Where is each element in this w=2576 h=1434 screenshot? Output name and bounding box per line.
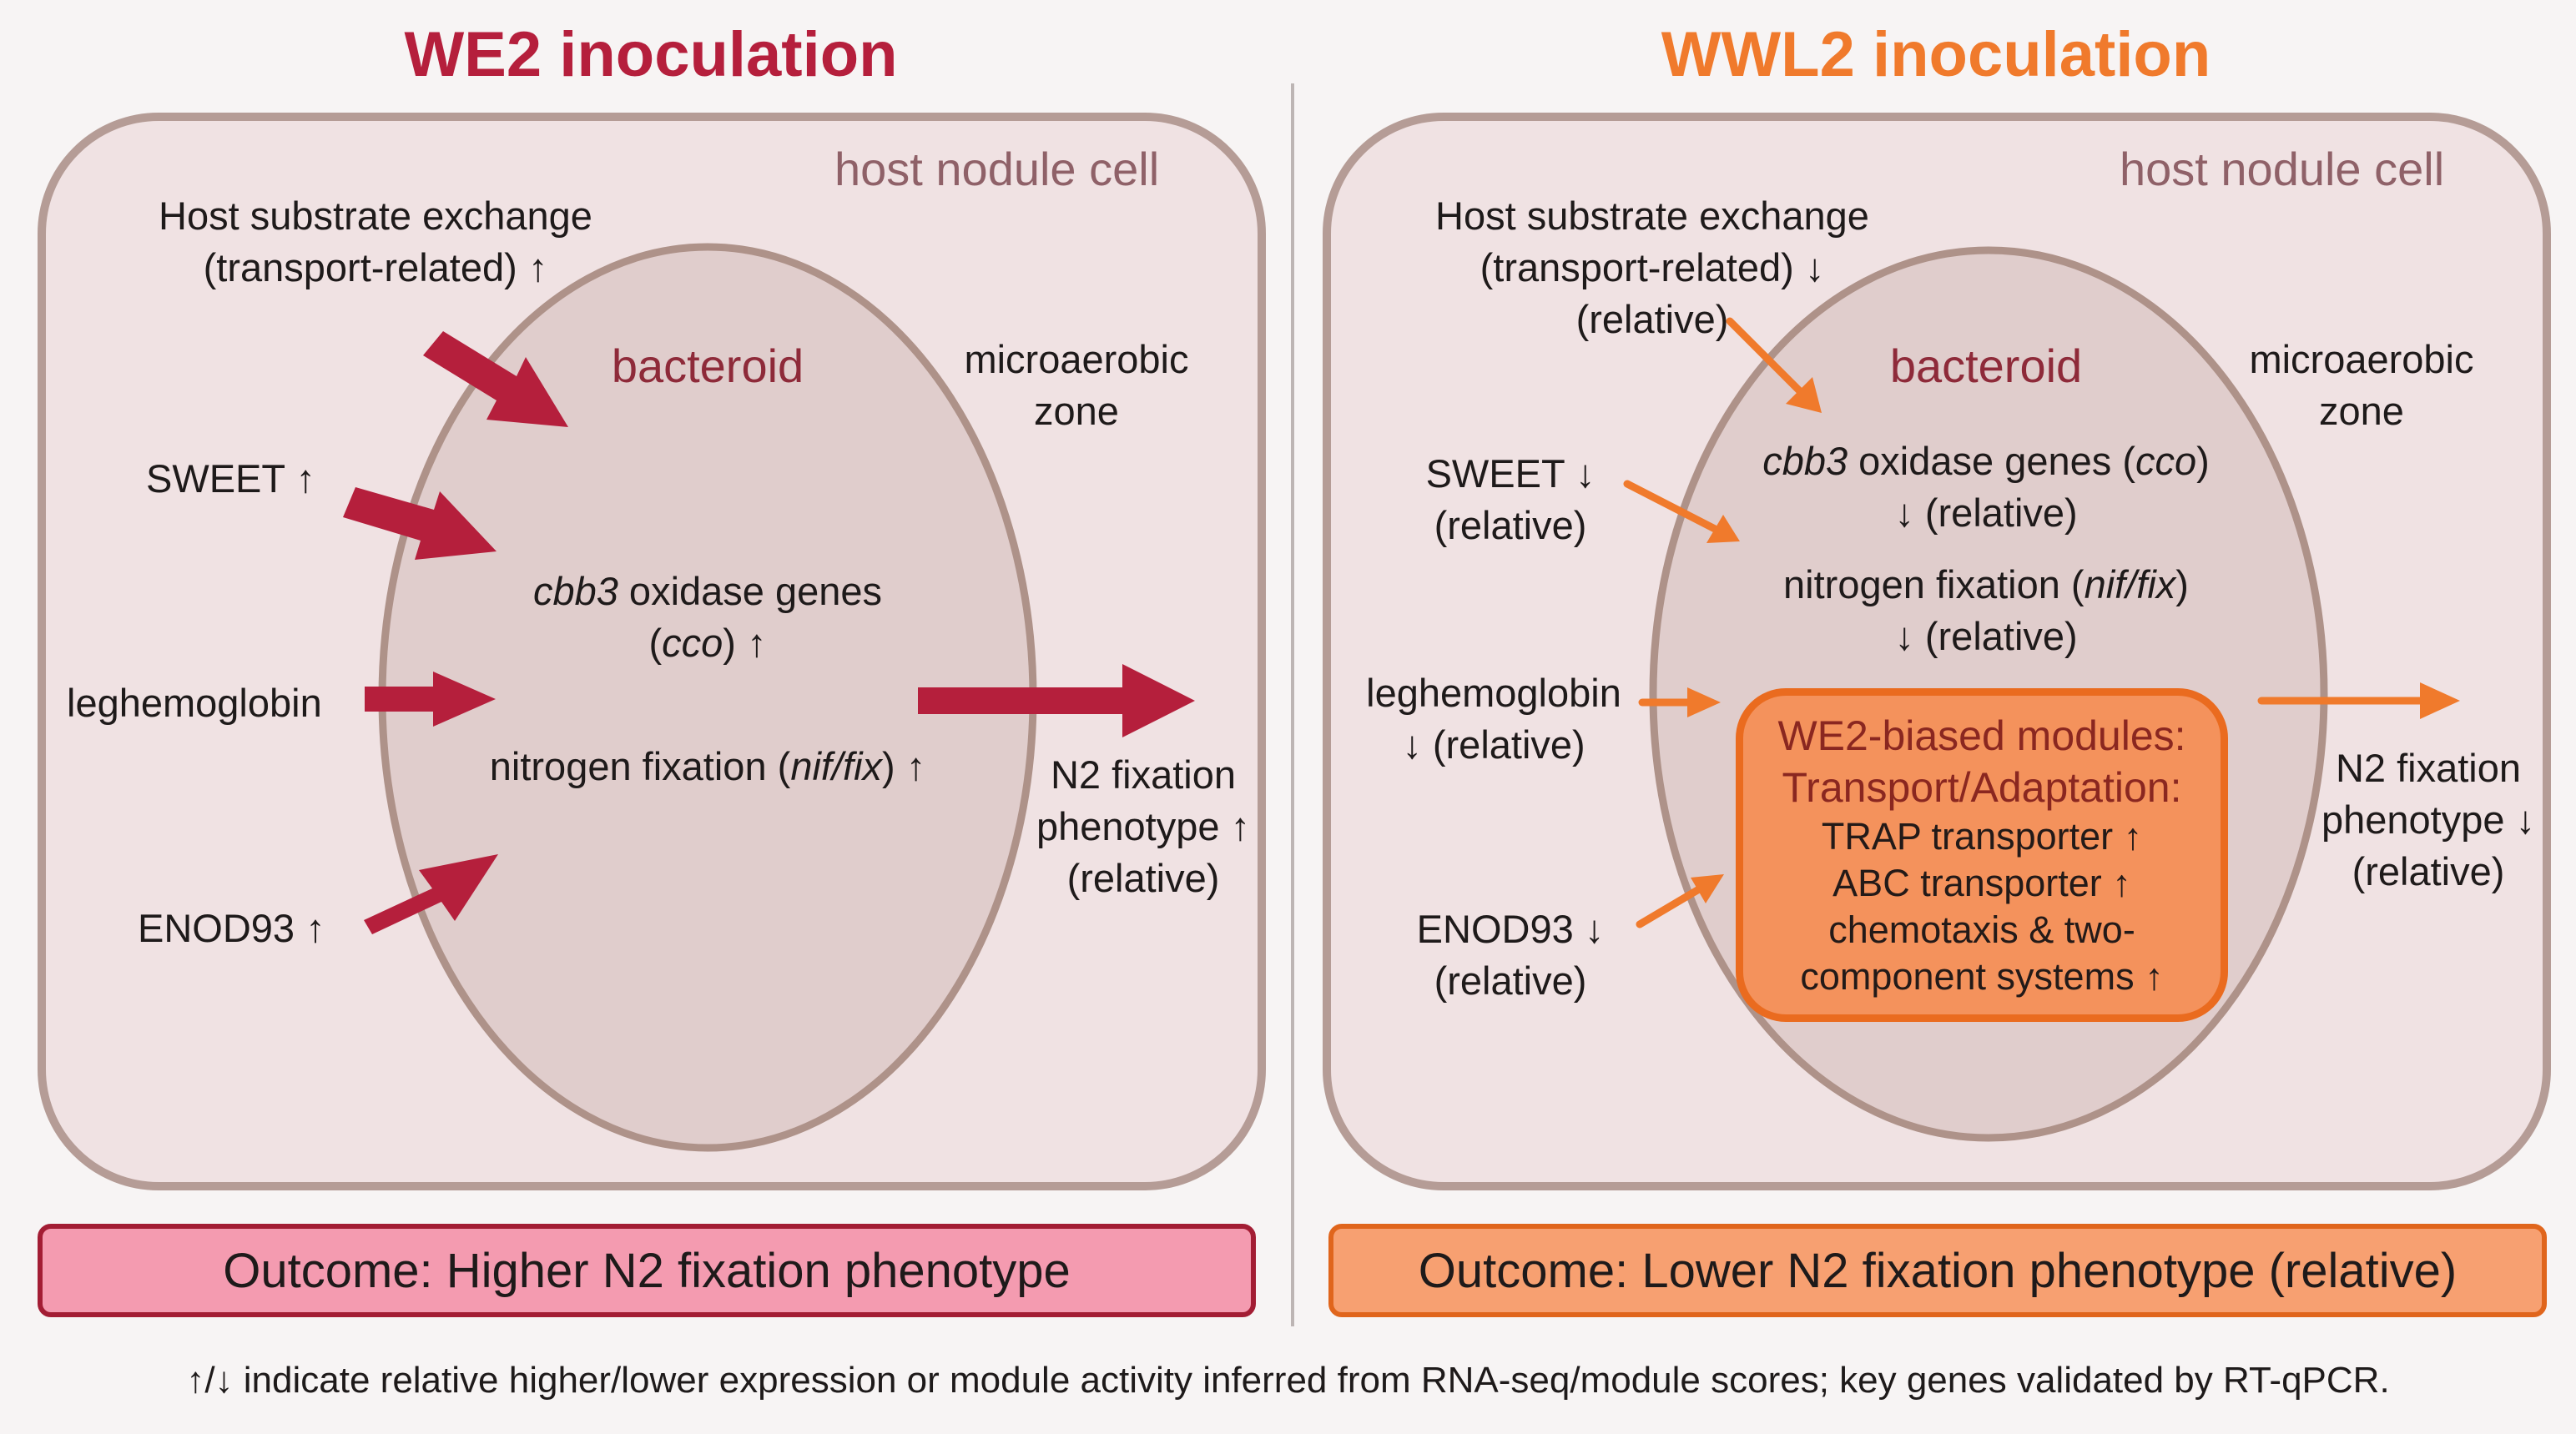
nitrogen-fixation-label-wwl2: nitrogen fixation (nif/fix) ↓ (relative) [1783, 562, 2189, 658]
bacteroid-label-wwl2: bacteroid [1889, 340, 2083, 392]
modules-header-line1: WE2-biased modules: [1777, 712, 2186, 759]
nitrogen-fixation-label-we2: nitrogen fixation (nif/fix) ↑ [489, 744, 926, 788]
modules-header-line2: Transport/Adaptation: [1782, 764, 2182, 811]
arrow-host-exchange-we2 [423, 331, 568, 427]
leghemoglobin-label-wwl2: leghemoglobin ↓ (relative) [1366, 671, 1621, 767]
arrowhead-leghemoglobin-wwl2 [1687, 687, 1721, 717]
phenotype-label-we2: N2 fixation phenotype ↑ (relative) [1036, 752, 1251, 900]
arrow-leghemoglobin-we2 [365, 672, 496, 727]
outcome-bar-wwl2: Outcome: Lower N2 fixation phenotype (re… [1328, 1224, 2547, 1317]
cbb3-oxidase-label-wwl2: cbb3 oxidase genes (cco) ↓ (relative) [1762, 439, 2210, 535]
module-item-abc: ABC transporter ↑ [1832, 862, 2131, 904]
host-exchange-label-we2: Host substrate exchange (transport-relat… [159, 194, 592, 289]
microaerobic-zone-label-wwl2: microaerobic zone [2249, 337, 2474, 433]
host-cell-label-wwl2: host nodule cell [2120, 143, 2445, 195]
arrowhead-sweet-wwl2 [1706, 515, 1740, 543]
sweet-label-wwl2: SWEET ↓ (relative) [1425, 451, 1596, 547]
phenotype-label-wwl2: N2 fixation phenotype ↓ (relative) [2321, 746, 2536, 893]
footnote: ↑/↓ indicate relative higher/lower expre… [186, 1360, 2390, 1401]
arrow-phenotype-we2 [918, 664, 1195, 737]
sweet-label-we2: SWEET ↑ [146, 456, 315, 501]
module-item-chemotaxis: chemotaxis & two- [1828, 908, 2135, 951]
we2-biased-modules-box: WE2-biased modules: Transport/Adaptation… [1736, 688, 2228, 1022]
arrow-enod93-wwl2 [1636, 885, 1703, 928]
arrowhead-phenotype-wwl2 [2420, 682, 2460, 719]
module-item-two-component: component systems ↑ [1800, 955, 2164, 998]
host-cell-label-we2: host nodule cell [834, 143, 1160, 195]
we2-panel-title: WE2 inoculation [404, 19, 898, 90]
bacteroid-label-we2: bacteroid [611, 340, 804, 392]
microaerobic-zone-label-we2: microaerobic zone [964, 337, 1189, 433]
arrow-host-exchange-wwl2 [1726, 317, 1803, 395]
module-item-trap: TRAP transporter ↑ [1821, 815, 2143, 858]
arrowhead-enod93-wwl2 [1691, 874, 1724, 903]
outcome-bar-we2: Outcome: Higher N2 fixation phenotype [38, 1224, 1256, 1317]
arrow-enod93-we2 [364, 854, 498, 934]
enod93-label-we2: ENOD93 ↑ [138, 906, 325, 950]
cbb3-oxidase-label-we2: cbb3 oxidase genes (cco) ↑ [532, 569, 883, 665]
wwl2-panel-title: WWL2 inoculation [1661, 19, 2211, 90]
leghemoglobin-label-we2: leghemoglobin [67, 681, 322, 725]
enod93-label-wwl2: ENOD93 ↓ (relative) [1416, 907, 1605, 1003]
arrowhead-host-exchange-wwl2 [1786, 377, 1822, 413]
host-exchange-label-wwl2: Host substrate exchange (transport-relat… [1435, 194, 1869, 341]
arrow-sweet-wwl2 [1623, 480, 1719, 533]
arrow-sweet-we2 [343, 487, 497, 560]
